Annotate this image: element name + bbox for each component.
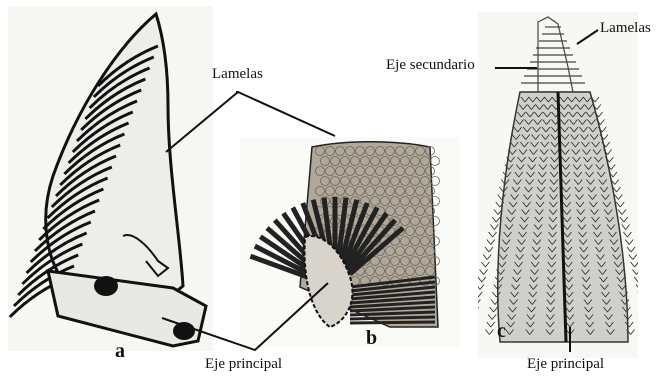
- texture-mark-c: [634, 277, 638, 282]
- lamella-lower-line-b: [350, 322, 435, 323]
- texture-mark-c: [627, 247, 635, 252]
- texture-mark-c: [478, 292, 482, 297]
- label-lamelas-right: Lamelas: [600, 20, 651, 37]
- texture-mark-c: [480, 270, 488, 275]
- texture-mark-c: [492, 217, 500, 222]
- texture-mark-c: [478, 300, 480, 305]
- texture-mark-c: [489, 232, 497, 237]
- texture-mark-c: [620, 217, 628, 222]
- vessel-dot-a2: [173, 322, 195, 340]
- texture-mark-c: [614, 195, 622, 200]
- texture-mark-c: [636, 285, 638, 290]
- gill-filament-illustration-a: [8, 6, 213, 351]
- texture-mark-c: [632, 270, 638, 275]
- label-eje-principal-left: Eje principal: [205, 356, 282, 373]
- lamella-lower-line-b: [350, 317, 435, 319]
- panel-b-gill-lamellae: [240, 137, 460, 347]
- texture-mark-c: [629, 255, 637, 260]
- label-eje-secundario: Eje secundario: [386, 57, 475, 74]
- texture-mark-c: [490, 225, 498, 230]
- panel-letter-a: a: [115, 340, 125, 363]
- texture-mark-c: [487, 240, 495, 245]
- texture-mark-c: [631, 262, 638, 267]
- filament-body-a: [46, 14, 183, 306]
- panel-letter-b: b: [366, 327, 377, 350]
- texture-mark-c: [478, 285, 484, 290]
- texture-mark-c: [625, 240, 633, 245]
- label-eje-principal-right: Eje principal: [527, 356, 604, 373]
- texture-mark-c: [616, 202, 624, 207]
- gill-filament-illustration-b: [240, 137, 460, 347]
- panel-c-gill-arch: [478, 12, 638, 358]
- texture-mark-c: [483, 255, 491, 260]
- panel-letter-c: c: [497, 320, 506, 343]
- panel-a-gill-filament: [8, 6, 213, 351]
- texture-mark-c: [485, 247, 493, 252]
- vessel-dot-a1: [94, 276, 118, 296]
- texture-mark-c: [622, 225, 630, 230]
- label-lamelas-center: Lamelas: [212, 66, 263, 83]
- texture-mark-c: [478, 307, 479, 312]
- lamella-cell-b: [431, 157, 440, 166]
- texture-mark-c: [623, 232, 631, 237]
- texture-mark-c: [488, 315, 496, 320]
- texture-mark-c: [618, 210, 626, 215]
- texture-mark-c: [490, 307, 498, 312]
- texture-mark-c: [487, 322, 495, 327]
- texture-mark-c: [485, 330, 493, 335]
- texture-mark-c: [478, 277, 486, 282]
- texture-mark-c: [481, 262, 489, 267]
- gill-filament-illustration-c: [478, 12, 638, 358]
